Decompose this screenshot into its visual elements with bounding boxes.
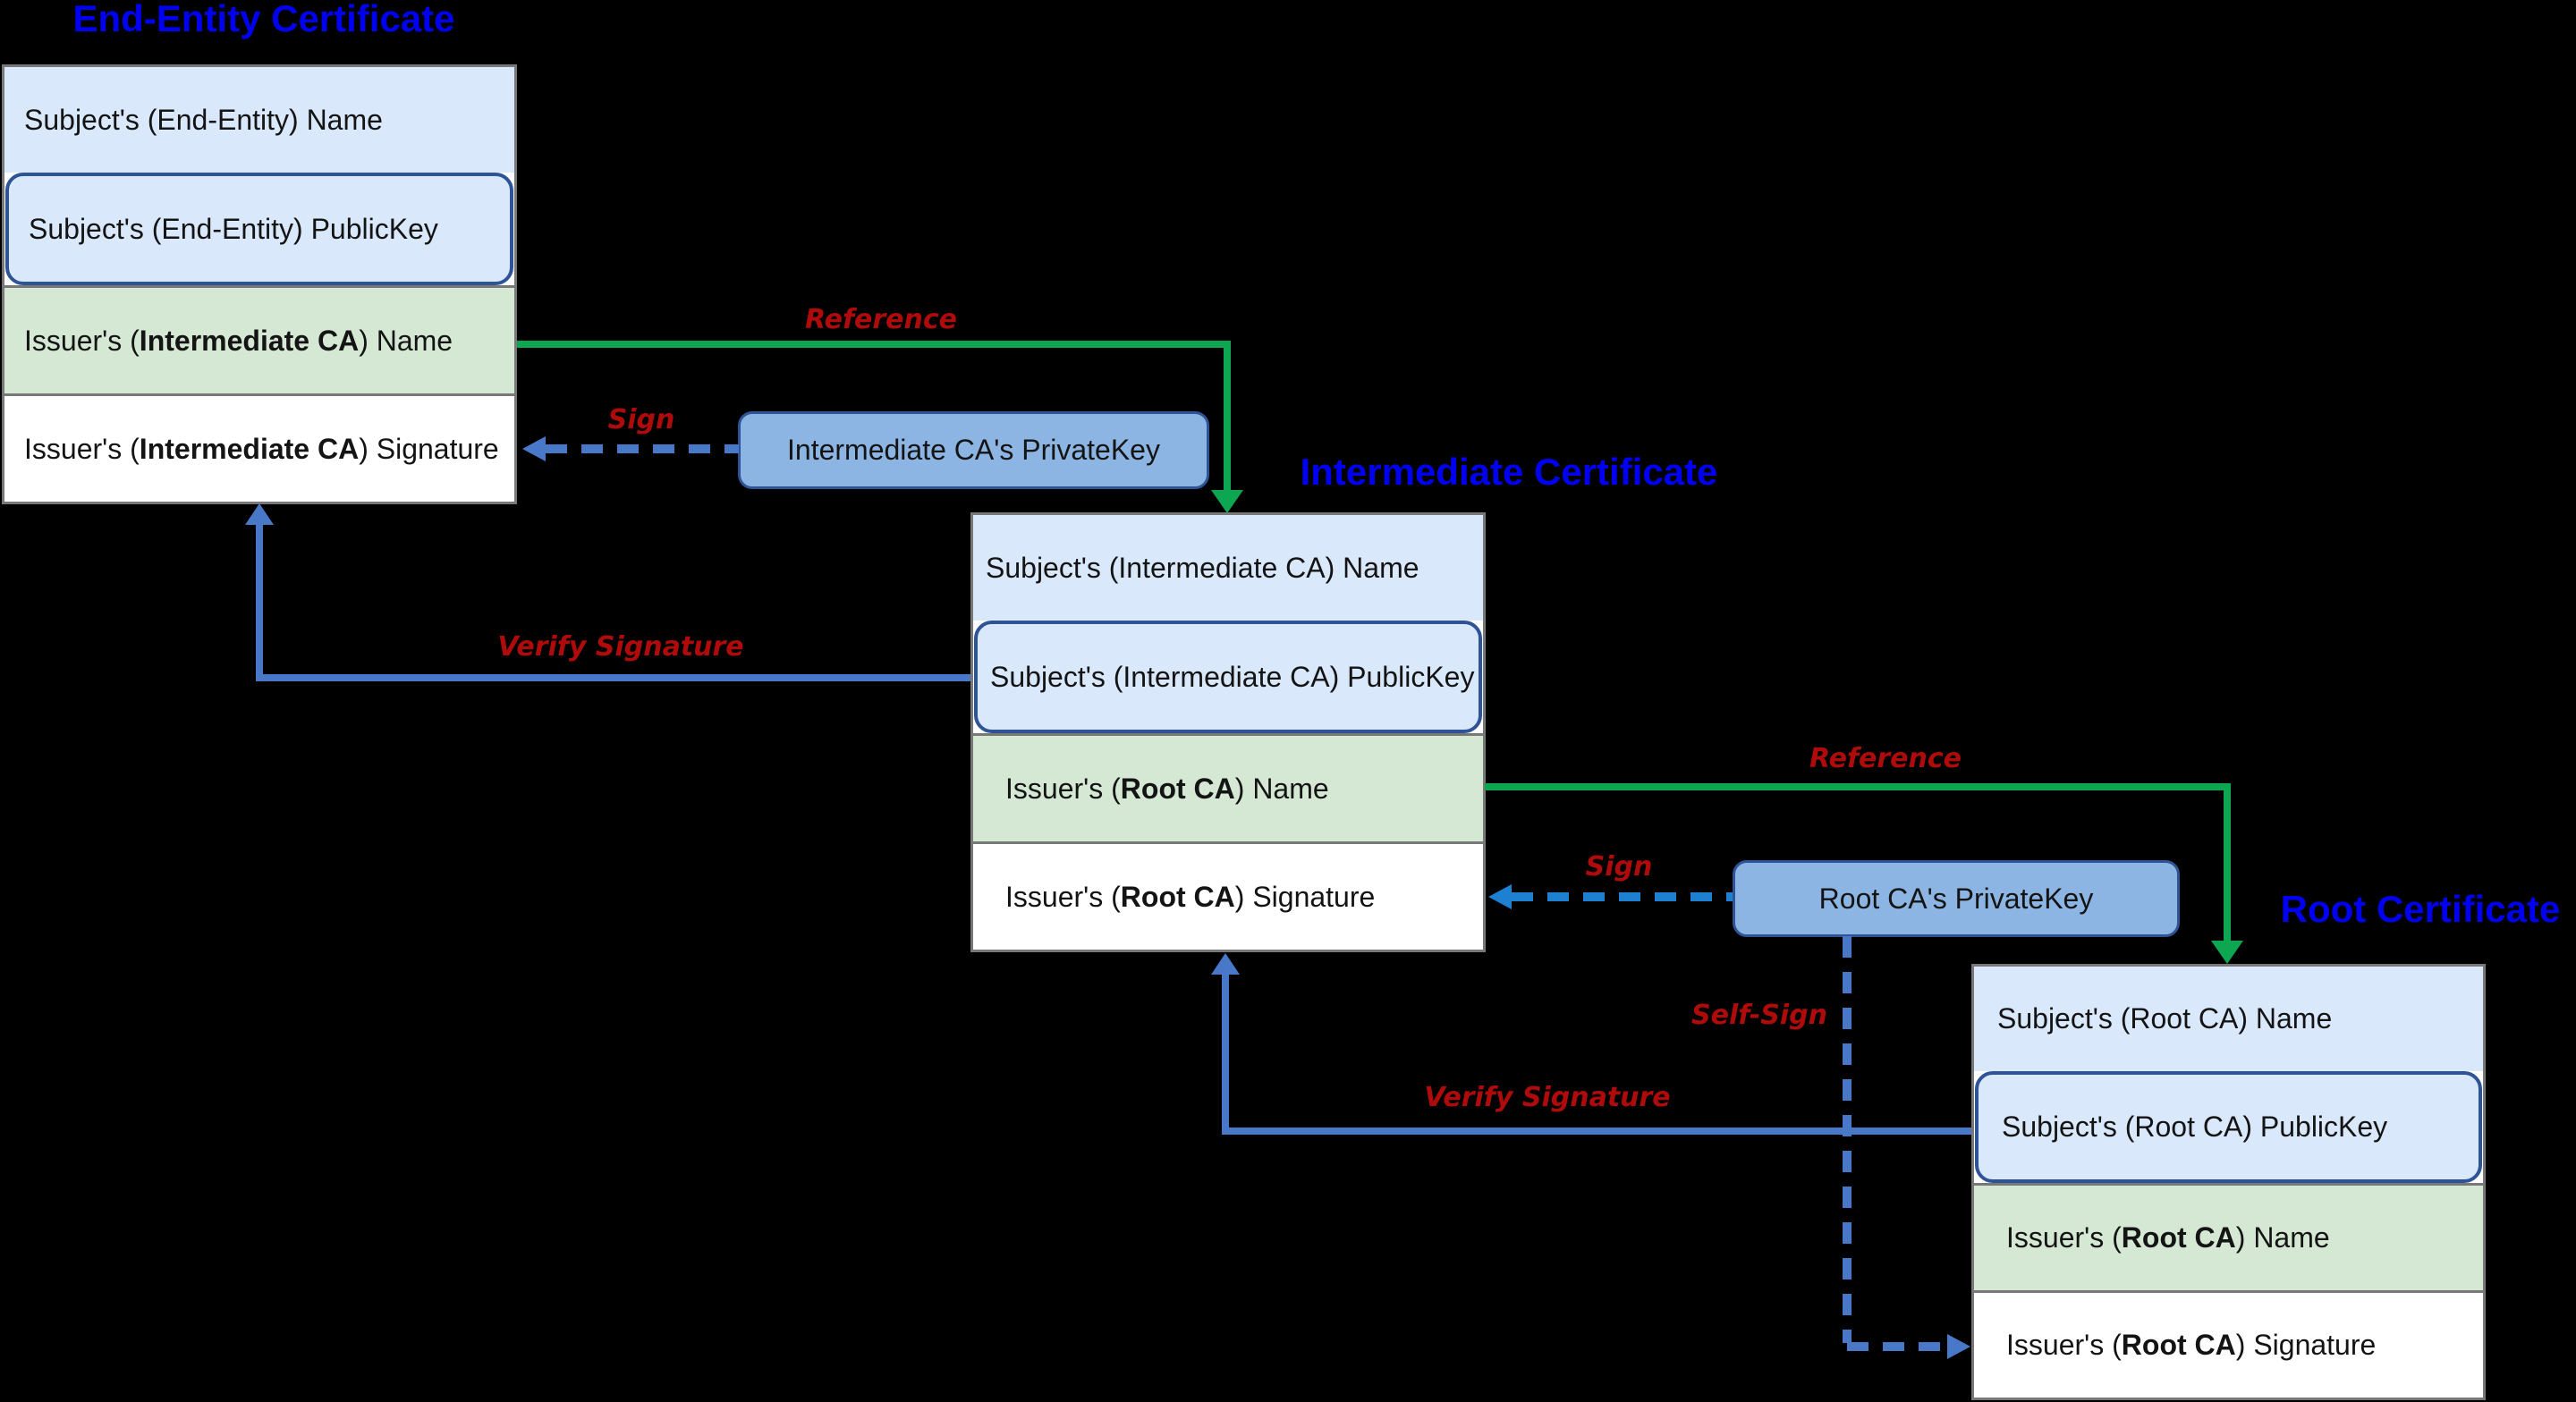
row-text-bold: Intermediate CA [139, 324, 360, 357]
row-text: Issuer's ( [24, 432, 140, 465]
arrow-head-right-icon [1947, 1334, 1970, 1359]
root-certificate-box: Subject's (Root CA) Name Subject's (Root… [1971, 964, 2486, 1400]
issuer-signature-row: Issuer's (Root CA) Signature [1974, 1290, 2483, 1398]
intermediate-certificate-box: Subject's (Intermediate CA) Name Subject… [970, 512, 1486, 952]
verify-arrow-2-horizontal [1222, 1128, 1971, 1135]
subject-name-row: Subject's (Root CA) Name [1974, 967, 2483, 1071]
row-text: Subject's (Intermediate CA) Name [986, 551, 1419, 584]
verify-arrow-1-horizontal [256, 674, 970, 681]
arrow-head-up-icon [1211, 953, 1240, 975]
issuer-name-row: Issuer's (Root CA) Name [1974, 1183, 2483, 1290]
row-text: ) Signature [2235, 1329, 2377, 1361]
root-certificate-title: Root Certificate [2280, 888, 2561, 930]
row-text: ) Name [2235, 1221, 2330, 1254]
issuer-signature-row: Issuer's (Root CA) Signature [973, 841, 1483, 950]
intermediate-ca-privatekey-box: Intermediate CA's PrivateKey [738, 411, 1209, 489]
reference-arrow-2-horizontal [1485, 783, 2231, 790]
row-text: ) Signature [359, 432, 499, 465]
reference-arrow-1-vertical [1224, 341, 1231, 490]
issuer-name-row: Issuer's (Intermediate CA) Name [4, 285, 514, 393]
sign-label-1: Sign [607, 404, 675, 435]
verify-arrow-1-vertical [256, 525, 263, 681]
row-text-bold: Root CA [1120, 880, 1235, 913]
row-text: Subject's (Root CA) PublicKey [2002, 1111, 2388, 1143]
row-text: Issuer's ( [2006, 1221, 2122, 1254]
privatekey-label: Intermediate CA's PrivateKey [787, 434, 1160, 466]
privatekey-label: Root CA's PrivateKey [1818, 882, 2094, 915]
issuer-signature-row: Issuer's (Intermediate CA) Signature [4, 393, 514, 502]
subject-name-row: Subject's (End-Entity) Name [4, 67, 514, 173]
reference-label-2: Reference [1809, 743, 1962, 774]
row-text-bold: Root CA [1120, 772, 1235, 805]
verify-signature-label-2: Verify Signature [1424, 1082, 1671, 1113]
subject-name-row: Subject's (Intermediate CA) Name [973, 515, 1483, 621]
reference-arrow-1-horizontal [517, 341, 1231, 348]
intermediate-certificate-title: Intermediate Certificate [1300, 451, 1718, 493]
row-text: Issuer's ( [1005, 772, 1121, 805]
row-text: ) Name [1234, 772, 1329, 805]
root-ca-privatekey-box: Root CA's PrivateKey [1733, 860, 2180, 937]
arrow-head-left-icon [522, 436, 546, 461]
self-sign-label: Self-Sign [1691, 1000, 1827, 1031]
row-text: Issuer's ( [1005, 880, 1121, 913]
row-text: Subject's (Root CA) Name [1997, 1002, 2333, 1035]
row-text-bold: Root CA [2121, 1221, 2236, 1254]
row-text: Subject's (End-Entity) PublicKey [29, 212, 438, 245]
sign-label-2: Sign [1585, 851, 1653, 883]
end-entity-certificate-title: End-Entity Certificate [72, 0, 455, 39]
reference-label-1: Reference [805, 304, 957, 335]
row-text: Subject's (Intermediate CA) PublicKey [990, 660, 1475, 693]
verify-arrow-2-vertical [1222, 975, 1229, 1135]
row-text: Subject's (End-Entity) Name [24, 103, 383, 136]
self-sign-arrow-horizontal-dashes [1847, 1342, 1947, 1351]
row-text: Issuer's ( [24, 324, 140, 357]
issuer-name-row: Issuer's (Root CA) Name [973, 733, 1483, 841]
arrow-head-left-icon [1488, 884, 1512, 909]
arrow-head-down-icon [1211, 490, 1243, 513]
sign-arrow-1-dashes [546, 444, 739, 453]
arrow-head-down-icon [2211, 941, 2243, 964]
sign-arrow-2-dashes [1512, 892, 1733, 901]
reference-arrow-2-vertical [2224, 783, 2231, 941]
end-entity-certificate-box: Subject's (End-Entity) Name Subject's (E… [2, 64, 517, 504]
verify-signature-label-1: Verify Signature [497, 631, 744, 663]
subject-publickey-row: Subject's (Intermediate CA) PublicKey [974, 621, 1482, 733]
row-text: ) Name [359, 324, 453, 357]
row-text-bold: Intermediate CA [139, 432, 360, 465]
row-text: Issuer's ( [2006, 1329, 2122, 1361]
subject-publickey-row: Subject's (End-Entity) PublicKey [5, 173, 513, 285]
row-text: ) Signature [1234, 880, 1376, 913]
subject-publickey-row: Subject's (Root CA) PublicKey [1975, 1071, 2482, 1183]
row-text-bold: Root CA [2121, 1329, 2236, 1361]
arrow-head-up-icon [245, 503, 274, 525]
self-sign-arrow-vertical-dashes [1843, 936, 1852, 1343]
